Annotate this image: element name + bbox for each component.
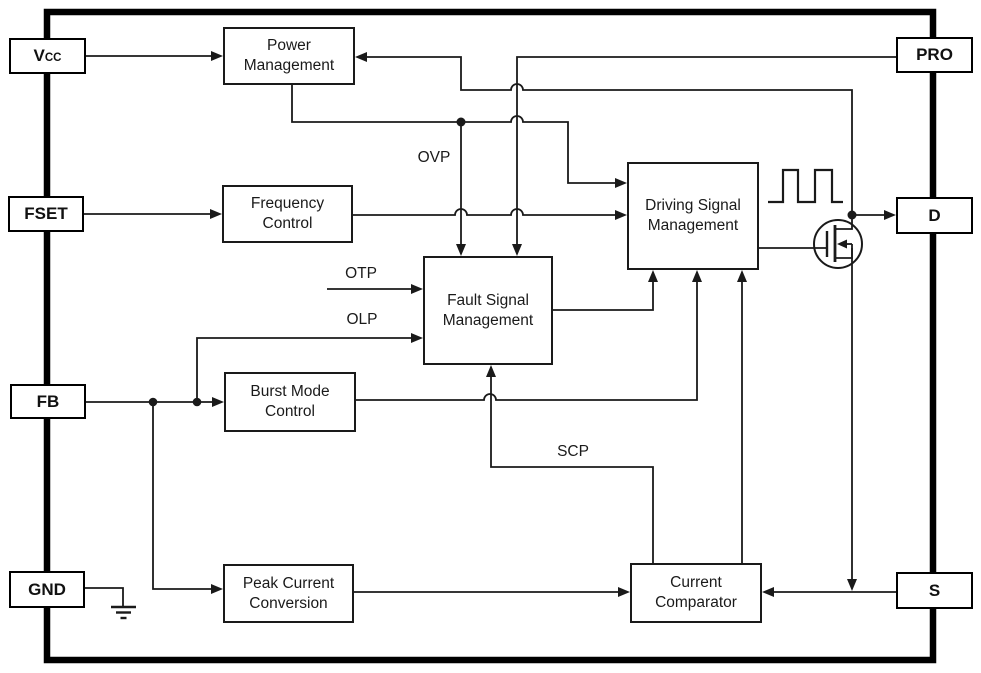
arrow-ovp-into-fault-signal-top (456, 244, 466, 256)
otp-label: OTP (345, 265, 377, 282)
arrow-into-comparator-left (618, 587, 630, 597)
wire-fb-to-peak-current (152, 402, 213, 590)
pin-s: S (896, 572, 973, 609)
current-comparator-block: Current Comparator (630, 563, 762, 623)
arrow-fsm-into-driving-signal (648, 270, 658, 282)
pwm-pulse-waveform-icon (768, 168, 843, 204)
pin-vcc-subscript: CC (44, 52, 62, 64)
wire-drain-sense-to-power-management (367, 56, 853, 215)
ovp-label: OVP (417, 149, 451, 166)
power-management-block: Power Management (223, 27, 355, 85)
mosfet-body-arrow (837, 239, 847, 249)
pin-vcc-label: V (33, 46, 45, 65)
wire-fault-signal-to-driving-signal (553, 281, 654, 311)
pin-s-label: S (928, 580, 941, 600)
junction-dot-fb-2 (192, 397, 202, 407)
arrow-pro-into-fault-signal-top (512, 244, 522, 256)
arrow-into-power-management (211, 51, 223, 61)
wire-scp-to-fault-signal (490, 376, 654, 563)
arrow-bmc-into-driving-signal (692, 270, 702, 282)
ic-package-outline (43, 8, 937, 664)
fault-signal-management-label: Fault Signal Management (442, 291, 534, 329)
peak-current-conversion-label: Peak Current Conversion (242, 574, 335, 612)
arrow-into-d-pin (884, 210, 896, 220)
arrow-into-power-management-right (355, 52, 367, 62)
junction-dot-fb-1 (148, 397, 158, 407)
driving-signal-management-block: Driving Signal Management (627, 162, 759, 270)
peak-current-conversion-block: Peak Current Conversion (223, 564, 354, 623)
mosfet-icon (759, 215, 863, 269)
arrow-source-into-s-line (847, 579, 857, 591)
pin-gnd-label: GND (28, 579, 66, 599)
wire-olp-to-fault-signal (196, 337, 413, 402)
arrow-otp-into-fault-signal (411, 284, 423, 294)
burst-mode-control-block: Burst Mode Control (224, 372, 356, 432)
fault-signal-management-block: Fault Signal Management (423, 256, 553, 365)
wire-pro-to-fault-signal (516, 56, 896, 246)
arrow-cc-into-driving-signal (737, 270, 747, 282)
pin-gnd: GND (9, 571, 85, 608)
pin-fb: FB (10, 384, 86, 419)
burst-mode-control-label: Burst Mode Control (250, 383, 330, 420)
wire-power-management-to-driving-signal (291, 85, 617, 184)
pin-fset: FSET (8, 196, 84, 232)
frequency-control-label: Frequency Control (250, 195, 325, 232)
wire-frequency-control-to-driving-signal (353, 208, 617, 216)
driving-signal-management-label: Driving Signal Management (645, 197, 741, 234)
mosfet-drain-lead (836, 215, 853, 230)
mosfet-source-lead (836, 244, 853, 259)
arrow-into-peak-current (211, 584, 223, 594)
pin-pro: PRO (896, 37, 973, 73)
mosfet-electrodes (759, 215, 853, 262)
arrow-into-driving-signal-upper (615, 178, 627, 188)
arrow-into-burst-mode (212, 397, 224, 407)
pin-fb-label: FB (36, 391, 60, 411)
arrow-into-comparator-right (762, 587, 774, 597)
junction-dots (148, 117, 857, 407)
wires (84, 55, 896, 606)
junction-dot-drain (847, 210, 857, 220)
frequency-control-block: Frequency Control (222, 185, 353, 243)
pin-pro-label: PRO (916, 45, 953, 64)
wire-gnd-stub (85, 587, 124, 606)
olp-label: OLP (346, 311, 378, 328)
arrow-olp-into-fault-signal (411, 333, 423, 343)
mosfet-body-circle (813, 219, 863, 269)
scp-label: SCP (557, 443, 589, 460)
junction-dot-ovp (456, 117, 466, 127)
current-comparator-label: Current Comparator (655, 574, 737, 611)
pin-d: D (896, 197, 973, 234)
pin-fset-label: FSET (24, 204, 68, 223)
arrow-scp-into-fault-signal (486, 365, 496, 377)
arrowheads (210, 51, 896, 597)
arrow-into-frequency-control (210, 209, 222, 219)
pin-d-label: D (928, 205, 941, 225)
power-management-label: Power Management (243, 37, 335, 74)
arrow-into-driving-signal-lower (615, 210, 627, 220)
ground-icon (111, 605, 136, 620)
